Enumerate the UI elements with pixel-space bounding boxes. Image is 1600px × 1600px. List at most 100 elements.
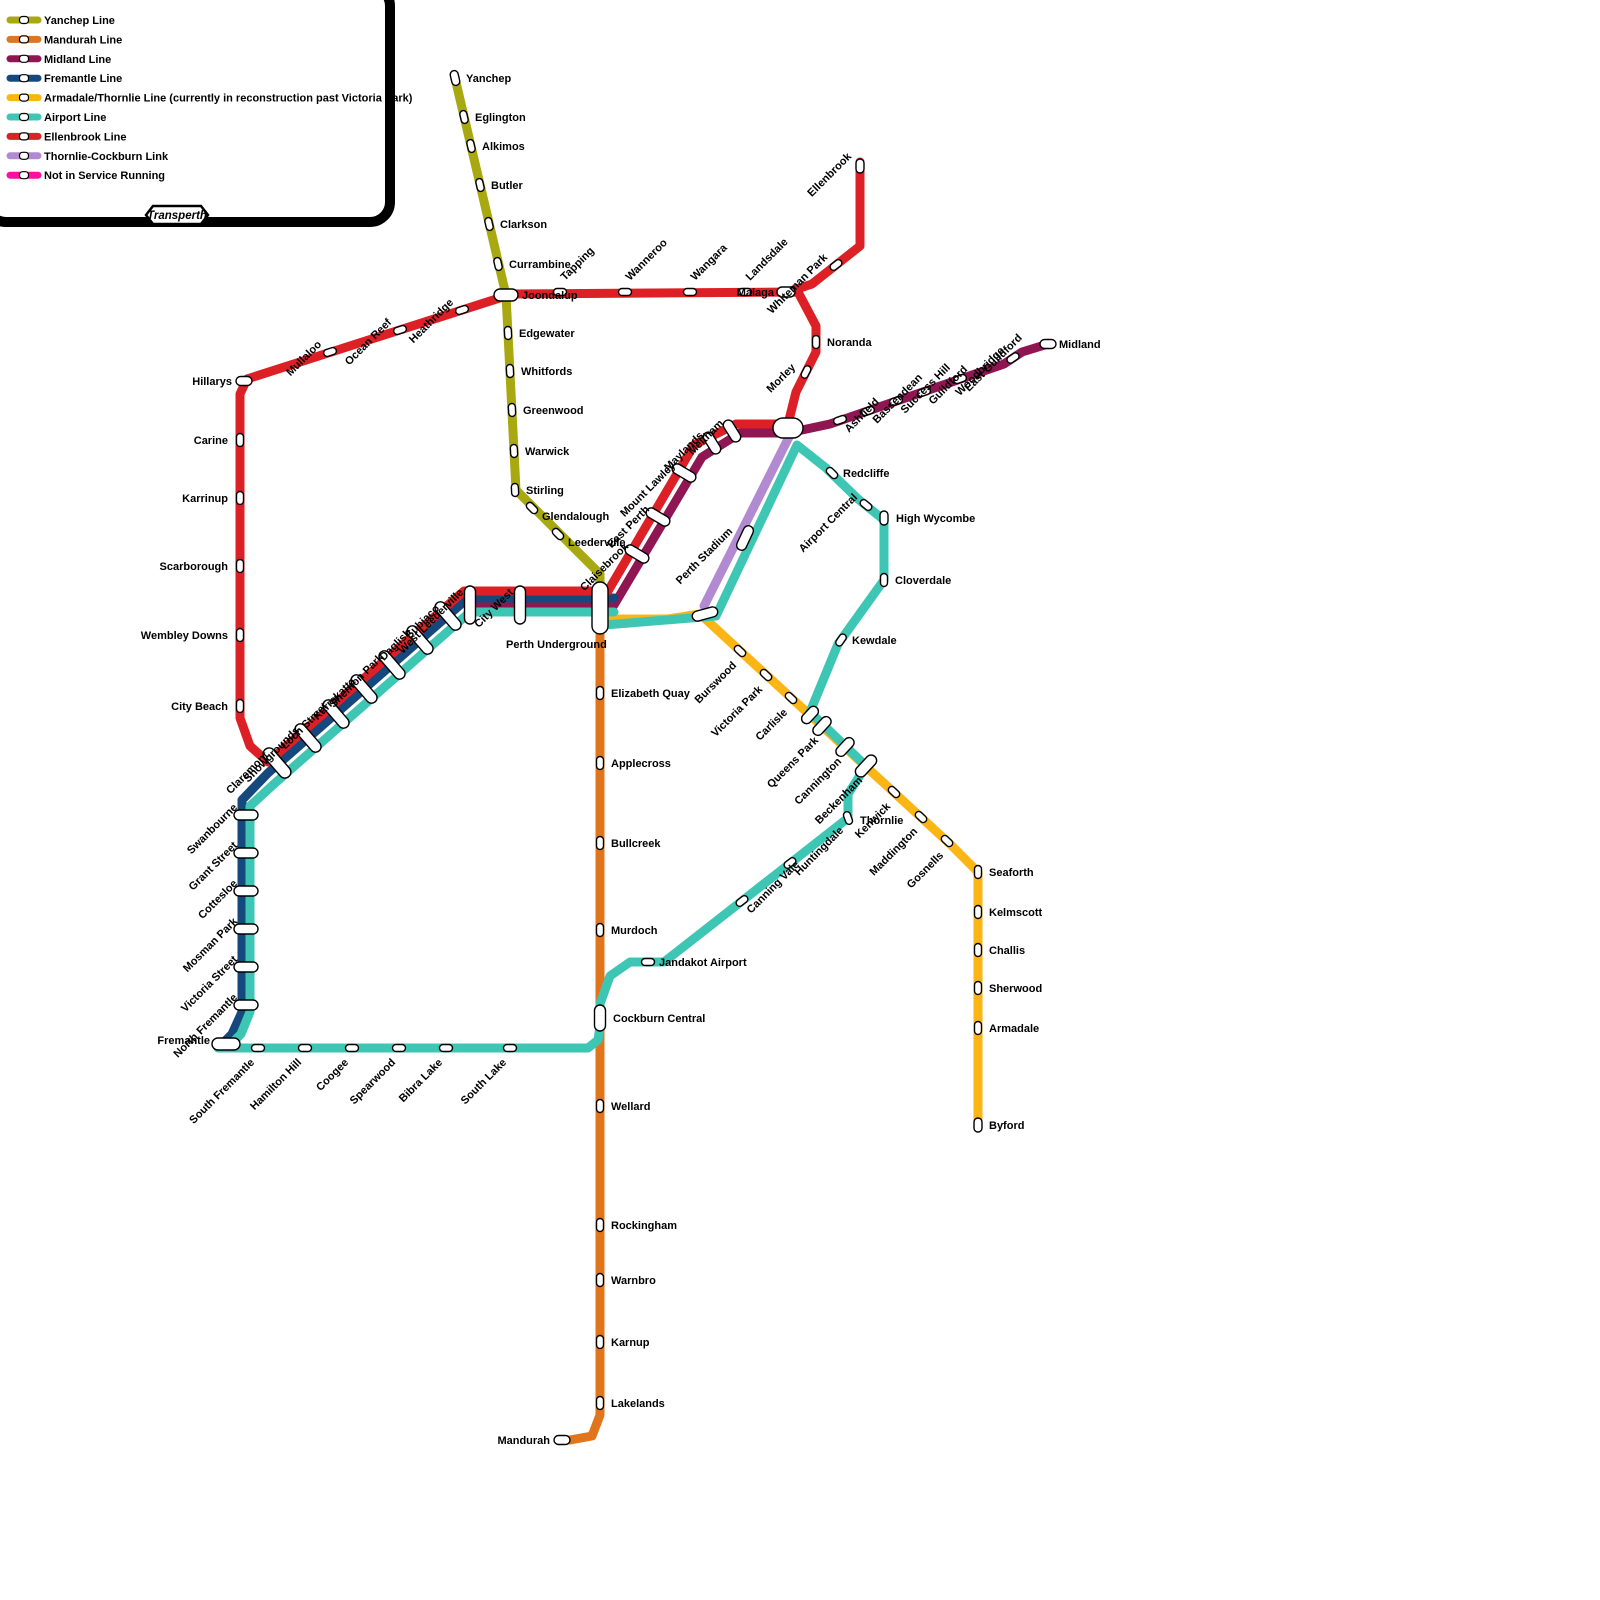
station-label-armadale: Armadale [989,1023,1039,1035]
station-marker [484,216,494,232]
station-maddington [914,810,928,824]
station-claremont [262,747,292,779]
station-marker [438,1043,454,1053]
station-label-cloverdale: Cloverdale [895,575,951,587]
station-cannington [835,736,855,758]
station-marker [507,402,517,418]
station-marker [722,419,742,443]
station-coogee [344,1043,360,1053]
station-label-rockingham: Rockingham [611,1220,677,1232]
station-whiteman-park [829,258,843,272]
station-label-eglington: Eglington [475,112,526,124]
station-marker [513,585,527,625]
station-marker [475,177,485,193]
station-marker [772,417,804,439]
station-marker [737,287,753,297]
station-eglington [459,109,469,125]
station-label-karnup: Karnup [611,1337,650,1349]
station-marker [595,1217,605,1233]
station-label-malaga: Malaga [737,287,775,299]
station-marker [783,856,797,870]
station-butler [475,177,485,193]
station-marker [552,287,568,297]
station-wellard [595,1098,605,1114]
station-midland [1039,338,1057,350]
station-scarborough [235,558,245,574]
station-label-glendalough: Glendalough [542,511,610,523]
station-queens-park [812,715,832,737]
station-marker [466,138,476,154]
station-marker [973,864,983,880]
station-label-mandurah: Mandurah [497,1435,550,1447]
station-showgrounds [294,723,322,753]
station-label-stirling: Stirling [526,485,564,497]
station-cockburn-central [593,1004,607,1032]
station-label-karrinup: Karrinup [182,493,228,505]
station-kewdale [835,633,847,647]
station-marker [593,1004,607,1032]
station-marker [525,501,539,515]
station-label-yanchep: Yanchep [466,73,512,85]
station-label-scarborough: Scarborough [160,561,229,573]
station-lakelands [595,1395,605,1411]
station-noranda [811,334,821,350]
junction-marker [800,705,820,725]
station-edgewater [503,325,513,341]
legend-item-midland: Midland Line [6,54,111,66]
station-marker [860,405,876,417]
station-marker [591,581,609,635]
station-clarkson [484,216,494,232]
station-marker [294,723,322,753]
station-marker [879,510,889,526]
station-marker [454,304,470,316]
station-kelmscott [973,904,983,920]
station-karrakatta [350,674,378,704]
station-sherwood [973,980,983,996]
station-warwick [509,443,519,459]
station-marker [505,363,515,379]
station-marker [233,847,259,859]
station-malaga [776,286,796,298]
station-label-warwick: Warwick [525,446,570,458]
station-canning-vale [735,894,749,908]
station-mosman-park [233,923,259,935]
station-marker [859,498,873,512]
station-marker [973,1117,983,1133]
station-ellenbrook [855,158,865,174]
station-marker [854,754,878,778]
station-marker [250,1043,266,1053]
station-maylands [702,431,722,455]
legend-item-not: Not in Service Running [6,170,165,182]
station-label-leederville: Leederville [568,537,625,549]
station-marker [235,375,253,387]
station-wembley-downs [235,627,245,643]
station-south-fremantle [250,1043,266,1053]
station-marker [973,980,983,996]
legend-station-pill [18,15,30,25]
station-label-challis: Challis [989,945,1025,957]
station-beckenham [854,754,878,778]
station-rockingham [595,1217,605,1233]
station-label-cockburn-central: Cockburn Central [613,1013,705,1025]
station-perth-stadium [735,525,755,551]
station-label-whitfords: Whitfords [521,366,572,378]
station-tapping [552,287,568,297]
station-claisebrook [624,544,650,564]
station-marker [800,705,820,725]
legend-item-label: Mandurah Line [44,34,122,46]
station-label-high-wycombe: High Wycombe [896,513,975,525]
station-applecross [595,755,605,771]
station-fremantle [211,1037,241,1051]
station-marker [811,334,821,350]
station-marker [691,606,719,622]
station-label-lakelands: Lakelands [611,1398,665,1410]
station-joondalup [493,288,519,302]
legend-item-label: Airport Line [44,112,106,124]
station-mandurah [553,1434,571,1446]
station-victoria-street [233,961,259,973]
station-marker [211,1037,241,1051]
station-marker [784,691,798,705]
station-marker [842,810,854,826]
station-markers [211,69,1057,1446]
station-marker [459,109,469,125]
